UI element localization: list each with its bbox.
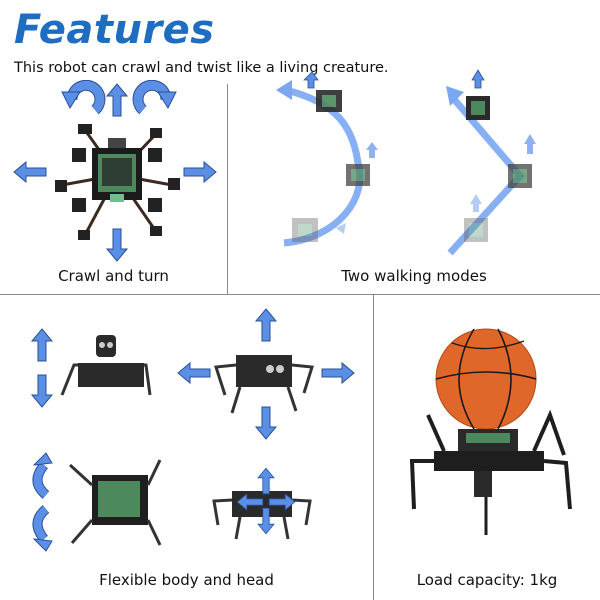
panel-flexible-body-and-head: Flexible body and head [0,295,373,600]
robot-front-view-icon [60,335,152,396]
crawl-illustration [13,80,217,262]
up-arrow-icon [255,308,277,342]
hexapod-robot-icon [409,409,572,535]
twist-down-arrow-icon [32,505,53,552]
robot-angled-view-icon [214,355,314,414]
caption-crawl-and-turn: Crawl and turn [58,267,169,285]
up-arrow-icon [31,328,53,362]
right-arrow-icon [183,161,217,183]
walking-modes-illustration [276,69,536,256]
down-arrow-icon [106,228,128,262]
curved-walking-path [276,71,378,247]
page-subtitle: This robot can crawl and twist like a li… [14,60,389,76]
right-arrow-icon [321,362,355,384]
robot-top-view-icon [55,124,180,240]
panel-load-capacity: Load capacity: 1kg [374,295,600,600]
robot-twist-view-icon [68,459,162,546]
up-arrow-icon [106,83,128,117]
direction-arrow-icon [303,71,319,89]
caption-flexible-body-and-head: Flexible body and head [99,571,274,589]
divider-bottom-vertical [373,295,374,600]
caption-two-walking-modes: Two walking modes [341,267,487,285]
rotate-right-arrow-icon [132,80,177,115]
straight-walking-path [446,69,536,256]
panel-two-walking-modes: Two walking modes [228,68,600,294]
divider-top-vertical [227,84,228,294]
page-title: Features [14,7,215,53]
left-arrow-icon [13,161,47,183]
load-capacity-illustration [409,328,572,535]
robot-body-shift-icon [212,467,312,540]
caption-load-capacity: Load capacity: 1kg [416,571,558,589]
twist-up-arrow-icon [32,452,53,499]
panel-crawl-and-turn: Crawl and turn [0,80,227,294]
left-arrow-icon [177,362,211,384]
down-arrow-icon [31,374,53,408]
rotate-left-arrow-icon [61,80,106,115]
divider-horizontal [0,294,600,295]
flexible-body-illustration [31,308,355,552]
down-arrow-icon [255,406,277,440]
forward-arrow-icon [471,69,485,89]
basketball-icon [435,328,537,430]
